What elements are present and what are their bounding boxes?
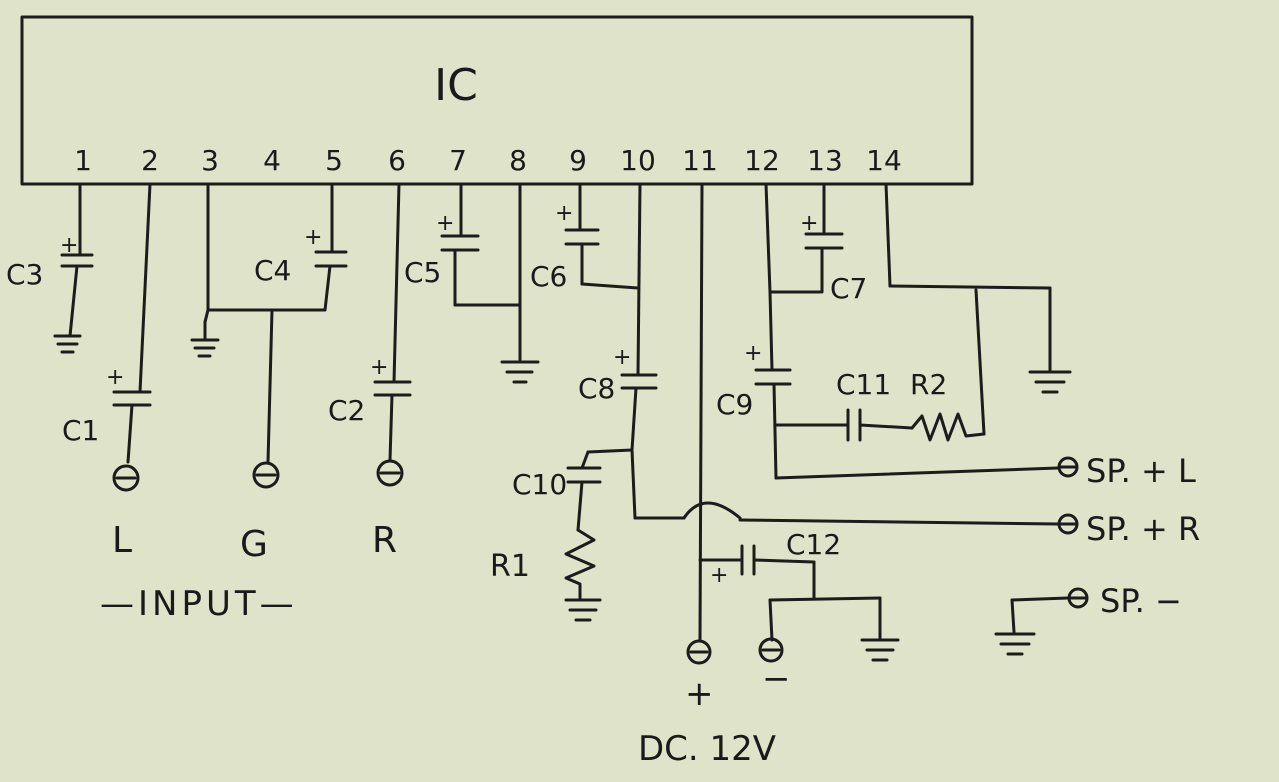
c12-label: C12 (786, 528, 841, 561)
speaker-minus-branch (994, 596, 1070, 656)
input-ground-label: G (240, 524, 268, 565)
dc-plus-terminal (686, 639, 712, 665)
pin-number-7: 7 (449, 144, 467, 177)
r1-label: R1 (490, 549, 530, 584)
pin11-supply-branch (698, 182, 900, 662)
ic-label: IC (434, 60, 478, 111)
c5-plus-sign: + (436, 211, 454, 236)
pin1-c3-branch (53, 182, 94, 354)
pin7-8-branch (440, 182, 540, 384)
c10-label: C10 (512, 468, 567, 501)
pin-number-10: 10 (620, 144, 656, 177)
input-left-terminal (112, 464, 140, 492)
c9-plus-sign: + (744, 341, 762, 366)
c1-plus-sign: + (106, 365, 124, 390)
pin2-c1-branch (112, 182, 152, 464)
pin-number-13: 13 (807, 144, 843, 177)
c2-plus-sign: + (370, 355, 388, 380)
pin-number-8: 8 (509, 144, 527, 177)
c4-label: C4 (254, 254, 291, 287)
c7-label: C7 (830, 272, 867, 305)
speaker-left-terminal (1057, 456, 1079, 478)
dc-minus-terminal (758, 637, 784, 663)
c6-plus-sign: + (555, 201, 573, 226)
speaker-minus-label: SP. − (1100, 582, 1182, 620)
c8-label: C8 (578, 372, 615, 405)
c5-label: C5 (404, 256, 441, 289)
input-left-label: L (112, 520, 132, 561)
pin-number-1: 1 (74, 144, 92, 177)
dc-minus-label: − (762, 659, 791, 699)
c3-label: C3 (6, 258, 43, 291)
c2-label: C2 (328, 394, 365, 427)
c6-label: C6 (530, 260, 567, 293)
c4-plus-sign: + (304, 225, 322, 250)
speaker-right-terminal (1057, 513, 1079, 535)
speaker-left-label: SP. + L (1086, 452, 1196, 490)
dc-supply-label: DC. 12V (638, 729, 776, 769)
pin-number-9: 9 (569, 144, 587, 177)
pin-number-5: 5 (325, 144, 343, 177)
pin-number-11: 11 (682, 144, 718, 177)
pin-numbers: 1 2 3 4 5 6 7 8 9 10 11 12 13 14 (74, 144, 902, 177)
pin-number-14: 14 (866, 144, 902, 177)
c3-plus-sign: + (60, 233, 78, 258)
input-right-label: R (372, 520, 397, 561)
dc-plus-label: + (685, 674, 714, 714)
c11-label: C11 (836, 368, 891, 401)
speaker-minus-terminal (1067, 587, 1089, 609)
c1-label: C1 (62, 414, 99, 447)
pin9-c6-branch (564, 182, 640, 290)
pin-number-12: 12 (744, 144, 780, 177)
c7-plus-sign: + (800, 211, 818, 236)
input-right-terminal (376, 459, 404, 487)
pin10-output-branch (564, 182, 1060, 622)
c9-label: C9 (716, 388, 753, 421)
pin6-c2-branch (373, 182, 412, 462)
pin3-4-5-branch (190, 182, 348, 464)
pin-number-6: 6 (388, 144, 406, 177)
pin13-c7-branch (804, 182, 844, 294)
input-ground-terminal (252, 461, 280, 489)
pin14-ground-branch (884, 182, 1072, 394)
pin-number-3: 3 (201, 144, 219, 177)
pin12-output-branch (754, 182, 1060, 480)
ic-body (20, 15, 974, 186)
c12-plus-sign: + (710, 563, 728, 588)
r2-label: R2 (910, 368, 947, 401)
speaker-right-label: SP. + R (1086, 510, 1200, 548)
input-group-label: —INPUT— (100, 584, 298, 624)
c8-plus-sign: + (613, 345, 631, 370)
pin-number-2: 2 (141, 144, 159, 177)
pin-number-4: 4 (263, 144, 281, 177)
